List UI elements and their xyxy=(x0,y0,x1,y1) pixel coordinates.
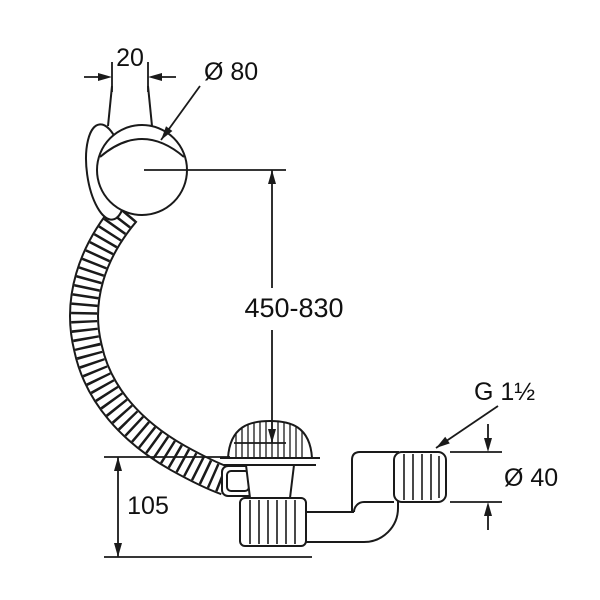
dim-105-ticks xyxy=(104,456,312,558)
artwork xyxy=(69,62,502,558)
knob-stem xyxy=(107,85,153,127)
dim-label-adjust-range: 450-830 xyxy=(244,293,343,323)
dim-20-arrow-left xyxy=(98,73,112,81)
dim-range-arrow-top xyxy=(268,170,276,184)
dim-pipe-diameter xyxy=(450,424,502,530)
dim-outlet-height xyxy=(104,456,312,558)
outlet-thread-ribs xyxy=(403,454,440,500)
dim-d40-ticks xyxy=(450,451,502,503)
dim-d40-arrow-bottom xyxy=(484,502,492,516)
outlet-thread-nut xyxy=(393,451,447,503)
dim-105-arrow-top xyxy=(114,457,122,471)
dim-d40-arrow-top xyxy=(484,438,492,452)
knob-cap-seam xyxy=(99,138,185,158)
union-nut-ribs xyxy=(249,500,296,544)
drain-dome-cap xyxy=(226,419,314,459)
dim-knob-diameter xyxy=(160,85,201,141)
dim-range-ticks xyxy=(144,169,286,444)
drain-flange xyxy=(220,457,320,466)
dim-range-arrow-bottom xyxy=(268,429,276,443)
elbow-inner-corner xyxy=(353,501,394,513)
dim-20-arrow-right xyxy=(148,73,162,81)
dim-thread-size xyxy=(435,405,499,449)
outlet-elbow xyxy=(351,451,399,543)
dim-label-thread-size: G 1½ xyxy=(474,378,535,406)
dim-label-knob-diameter: Ø 80 xyxy=(204,58,258,86)
dim-d80-arrow xyxy=(161,126,173,140)
dim-adjust-range xyxy=(144,169,286,444)
waste-drain-assembly xyxy=(220,419,447,547)
drain-body xyxy=(244,464,296,499)
dim-label-pipe-diameter: Ø 40 xyxy=(504,464,558,492)
dim-g-arrow xyxy=(436,436,450,448)
dim-stem-width xyxy=(84,62,176,92)
dim-label-outlet-height: 105 xyxy=(127,492,169,520)
dim-105-arrow-bottom xyxy=(114,543,122,557)
flexible-overflow-hose xyxy=(69,202,232,496)
cable-connector-inner xyxy=(226,470,250,492)
hose-body xyxy=(71,203,231,494)
overflow-rotary-knob xyxy=(85,85,188,221)
dim-label-stem-width: 20 xyxy=(116,44,144,72)
